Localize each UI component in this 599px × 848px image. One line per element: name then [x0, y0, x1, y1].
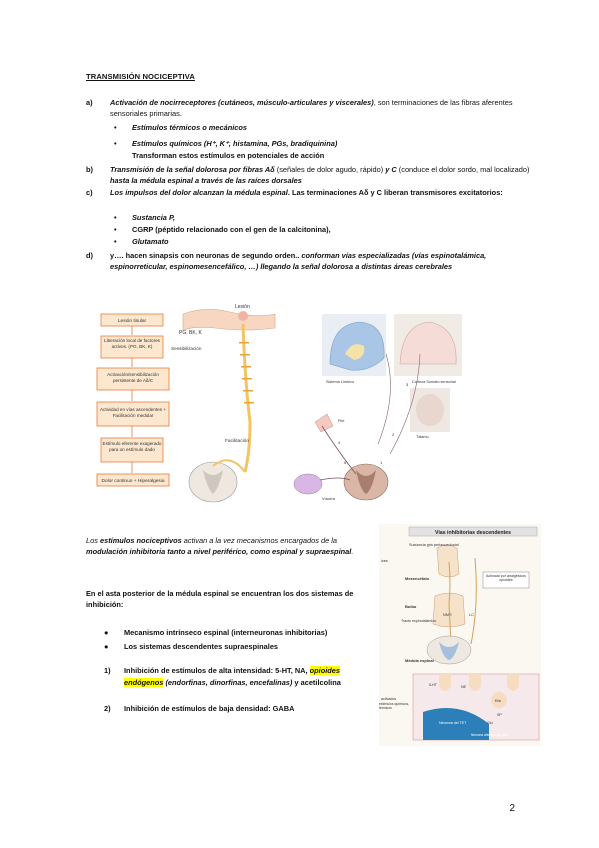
- item-a-note: Transforman estos estímulos en potencial…: [132, 151, 325, 160]
- pgbk-label: PG, BK, K: [179, 330, 202, 336]
- flow-text-6: Dolor continuo + Hiperalgesia: [101, 478, 164, 484]
- item-a-bullet-2: Estímulos químicos (H⁺, K⁺, histamina, P…: [132, 139, 338, 148]
- bullet-icon: •: [114, 237, 117, 246]
- ices-label: ices: [381, 559, 388, 563]
- flow-box-3: [96, 367, 170, 391]
- bullet-icon: •: [114, 213, 117, 222]
- flow-text-1: Lesión tisular: [118, 318, 147, 324]
- flow-box-4: [96, 401, 170, 427]
- sensitization-label: Sensibilización: [171, 346, 202, 351]
- item-c-bullet-3: Glutamato: [132, 237, 169, 246]
- mesencephalon-label: Mesencéfalo: [405, 576, 430, 581]
- num-3: 3: [406, 382, 409, 387]
- flow-text-2: Liberación local de factores activos. (P…: [104, 338, 160, 349]
- list-item-2: Los sistemas descendentes supraespinales: [124, 642, 279, 651]
- sp-label: SP: [497, 713, 502, 717]
- sgp-label: Sustancia gris periacueductal: [409, 543, 459, 547]
- item-b: b) Transmisión de la señal dolorosa por …: [86, 164, 529, 188]
- paragraph-stimuli: Los estímulos nociceptivos activan a la …: [86, 536, 354, 556]
- facilitation-label: Facilitación: [225, 438, 249, 444]
- lc-label: LC: [469, 613, 474, 617]
- afferent-label: Neurona aferente primaria: [471, 733, 508, 737]
- item-a-bullet-1: Estímulos térmicos o mecánicos: [132, 123, 248, 132]
- item-c-bullet-1: Sustancia P,: [132, 213, 175, 222]
- lesion-label: Lesión: [235, 304, 250, 310]
- bulbo-label: Bulbo: [405, 604, 417, 609]
- item-b-text: Transmisión de la señal dolorosa por fib…: [110, 165, 530, 186]
- paragraph-inhibition: En el asta posterior de la médula espina…: [86, 589, 354, 609]
- flow-text-5: Estímulo eferente exagerado para un estí…: [102, 441, 162, 452]
- limbic-label: Sistema Límbico: [326, 380, 354, 384]
- tract-label: Tracto espinotalámico: [401, 619, 436, 623]
- num-1: 1: [380, 460, 383, 465]
- enk-label: Enk: [495, 699, 501, 703]
- item-b-label: b): [86, 165, 93, 174]
- item-d-text: y…. hacen sinapsis con neuronas de segun…: [110, 251, 487, 272]
- num2-label: 2): [104, 704, 111, 713]
- activated-label: activados: [381, 697, 396, 701]
- nmr-label: NMR: [443, 613, 452, 617]
- opioid-box-label: Activada por analgésicos opioides: [486, 574, 526, 583]
- num1-text: Inhibición de estímulos de alta intensid…: [124, 666, 341, 687]
- fig3-title: Vías inhibitorias descendentes: [435, 530, 511, 536]
- item-d-label: d): [86, 251, 93, 260]
- item-c: c) Los impulsos del dolor alcanzan la mé…: [86, 187, 526, 249]
- item-a-label: a): [86, 98, 93, 107]
- cortex-label: Corteza Somato sensorial: [412, 380, 456, 384]
- list-bullet-icon: ●: [104, 642, 109, 651]
- flow-text-4: Actividad en vías ascendentes + Facilita…: [99, 407, 166, 418]
- num2-text: Inhibición de estímulos de baja densidad…: [124, 704, 295, 713]
- page-title: TRANSMISIÓN NOCICEPTIVA: [86, 72, 195, 81]
- skin-label: Piel: [338, 419, 344, 423]
- 5ht-label: 5-HT: [429, 683, 438, 687]
- ne-label: NE: [461, 685, 467, 689]
- flow-box-6: [96, 473, 170, 487]
- item-a: a) Activación de nocirreceptores (cutáne…: [86, 97, 526, 167]
- glu-label: Glu: [487, 721, 493, 725]
- item-c-label: c): [86, 188, 93, 197]
- page-number: 2: [509, 803, 515, 814]
- sensitization-diagram: Lesión tisular Liberación local de facto…: [96, 304, 276, 503]
- item-a-text: Activación de nocirreceptores (cutáneos,…: [110, 98, 513, 119]
- list-item-1: Mecanismo intrínseco espinal (interneuro…: [124, 628, 328, 637]
- descending-inhibition-diagram: Vías inhibitorias descendentes Sustancia…: [379, 524, 541, 746]
- bullet-icon: •: [114, 225, 117, 234]
- list-bullet-icon: ●: [104, 628, 109, 637]
- ascending-pathways-diagram: Sistema Límbico Corteza Somato sensorial…: [293, 314, 462, 501]
- thalamus-label: Tálamo: [416, 435, 429, 439]
- num1-label: 1): [104, 666, 111, 675]
- num-2: 2: [392, 432, 395, 437]
- bullet-icon: •: [114, 123, 117, 132]
- item-d: d) y…. hacen sinapsis con neuronas de se…: [86, 250, 526, 286]
- spinal-cord-label: Médula espinal: [405, 658, 434, 663]
- bullet-icon: •: [114, 139, 117, 148]
- item-c-text: Los impulsos del dolor alcanzan la médul…: [110, 188, 503, 197]
- flow-text-3: Activación/sensibilización persistente d…: [107, 372, 159, 383]
- num-5: 5: [344, 460, 347, 465]
- item-c-bullet-2: CGRP (péptido relacionado con el gen de …: [132, 225, 331, 234]
- stimuli-label: estímulos químicos, térmicos: [379, 702, 409, 711]
- num-4: 4: [338, 440, 341, 445]
- viscera-label: Víscera: [322, 497, 336, 501]
- tet-neuron-label: Neurona del TET: [439, 721, 467, 725]
